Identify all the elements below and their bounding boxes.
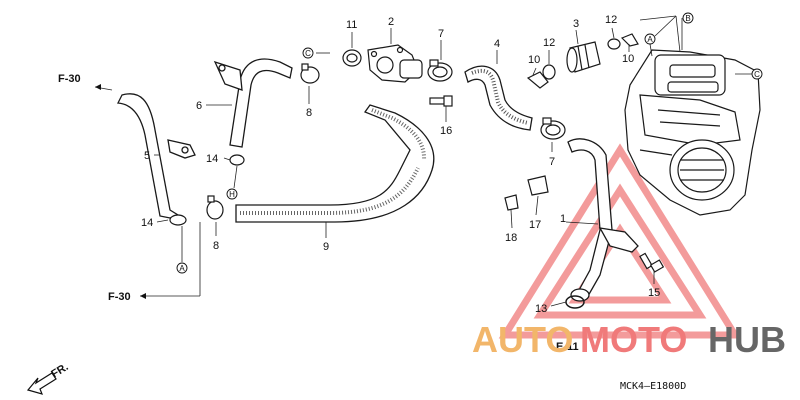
water-pipe-5 xyxy=(116,93,196,219)
clip-17 xyxy=(527,175,549,196)
engine-block xyxy=(624,49,761,216)
clip-10b xyxy=(620,33,639,47)
hose-clamp-7a xyxy=(427,59,453,82)
callout-2: 2 xyxy=(388,16,394,28)
callout-7b: 7 xyxy=(549,156,555,168)
ref-f30-top: F-30 xyxy=(58,73,81,85)
joint-pipe-3 xyxy=(566,41,601,73)
ref-e11: E-11 xyxy=(556,341,579,353)
clip-10a xyxy=(526,71,549,89)
callout-9: 9 xyxy=(323,241,329,253)
callout-8a: 8 xyxy=(306,107,312,119)
o-ring-12b xyxy=(607,38,621,50)
callout-12b: 12 xyxy=(605,14,617,26)
ref-circle-a-2: A xyxy=(176,262,188,274)
callout-13: 13 xyxy=(535,303,547,315)
callout-8b: 8 xyxy=(213,240,219,252)
ref-circle-h-1: H xyxy=(226,188,238,200)
ref-circle-c-2: C xyxy=(751,68,763,80)
watermark-hub: HUB xyxy=(708,319,786,360)
callout-18: 18 xyxy=(505,232,517,244)
clip-18 xyxy=(504,194,519,211)
leader-lines xyxy=(94,15,752,307)
o-ring-12a xyxy=(542,64,556,80)
ref-f30-bottom-arrow: F-30 xyxy=(108,291,146,303)
grommet-14b xyxy=(169,214,187,226)
circled-refs: A A B C C H xyxy=(176,12,763,274)
ref-circle-a-1: A xyxy=(644,33,656,45)
callout-15: 15 xyxy=(648,287,660,299)
grommet-14a xyxy=(229,154,245,166)
callout-11: 11 xyxy=(346,19,357,31)
water-hose-4 xyxy=(464,65,533,131)
o-ring-11 xyxy=(342,49,362,67)
drawing-code: MCK4—E1800D xyxy=(620,381,686,392)
callout-14a: 14 xyxy=(206,153,218,165)
callout-17: 17 xyxy=(529,219,541,231)
hose-clamp-7b xyxy=(540,117,566,140)
callout-4: 4 xyxy=(494,38,500,50)
thermostat-housing-2 xyxy=(367,44,423,83)
callout-7a: 7 xyxy=(438,28,444,40)
callout-14b: 14 xyxy=(141,217,153,229)
svg-text:C: C xyxy=(754,70,760,79)
ref-f30-bottom: F-30 xyxy=(108,291,131,303)
ref-f30-top-arrow xyxy=(95,84,101,90)
hose-clamp-8a xyxy=(300,63,320,84)
watermark-auto: AUTO xyxy=(472,319,573,360)
water-pipe-6 xyxy=(213,58,293,148)
callout-12a: 12 xyxy=(543,37,555,49)
callout-16: 16 xyxy=(440,125,452,137)
callout-10b: 10 xyxy=(622,53,634,65)
bolt-16 xyxy=(429,95,453,107)
ref-circle-c-1: C xyxy=(302,47,314,59)
svg-text:C: C xyxy=(305,49,311,58)
callout-1: 1 xyxy=(560,213,566,225)
ref-circle-b-1: B xyxy=(682,12,694,24)
callout-3: 3 xyxy=(573,18,579,30)
svg-text:A: A xyxy=(647,35,653,44)
callout-10a: 10 xyxy=(528,54,540,66)
radiator-hose-9 xyxy=(235,104,435,223)
hose-clamp-8b xyxy=(206,195,224,220)
watermark-logo: AUTO MOTO HUB xyxy=(472,319,786,360)
part-callouts: 1 2 3 4 5 6 7 7 8 8 9 10 10 11 12 12 13 … xyxy=(141,14,660,315)
front-arrow: FR. xyxy=(26,361,71,395)
water-pipe-1 xyxy=(567,138,639,302)
callout-6: 6 xyxy=(196,100,202,112)
bolt-15 xyxy=(639,252,665,273)
svg-text:B: B xyxy=(685,14,690,23)
watermark-moto: MOTO xyxy=(580,319,687,360)
callout-5: 5 xyxy=(144,150,150,162)
svg-text:H: H xyxy=(229,190,235,199)
svg-text:A: A xyxy=(179,264,185,273)
